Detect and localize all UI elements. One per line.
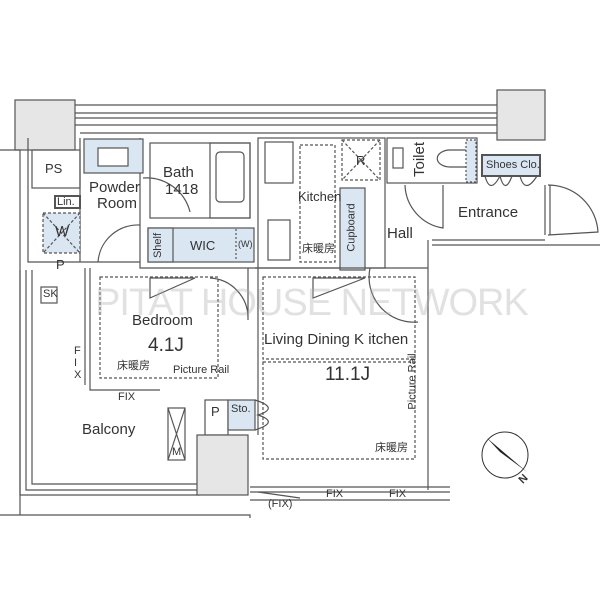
column-top-left: [14, 99, 76, 151]
bedroom-area: [99, 276, 219, 379]
refrigerator-label: R: [356, 153, 366, 168]
linen-box: [54, 195, 81, 209]
column-top-right: [496, 89, 546, 141]
kitchen-label: Kitchen: [298, 189, 342, 204]
wic-w-label: (W): [238, 239, 253, 249]
balcony-label: Balcony: [82, 421, 136, 438]
storage-box: [227, 399, 256, 431]
shelf-label: Shelf: [152, 232, 165, 259]
wic-label: WIC: [190, 238, 216, 253]
shoes-closet-label: Shoes Clo.: [486, 159, 540, 171]
north-arrow-icon: [481, 431, 529, 479]
powder-room-label-2: Room: [97, 195, 138, 212]
shoes-closet-box: [481, 154, 541, 177]
toilet-room: [386, 137, 478, 184]
bedroom-label: Bedroom: [132, 312, 193, 329]
pipe-space-2-label: P: [211, 404, 220, 419]
linen-label: Lin.: [57, 196, 75, 208]
ps-box: [31, 149, 81, 189]
ldk-size-label: 11.1J: [325, 364, 371, 385]
ldk-picture-rail-label: Picture Rail: [406, 353, 419, 410]
cupboard-label: Cupboard: [345, 203, 358, 252]
fix-bottom-2-label: FIX: [389, 488, 407, 500]
watermark: PITAT HOUSE NETWORK: [95, 282, 529, 324]
sink-box: [40, 286, 58, 304]
fix-bedroom-label: FIX: [118, 391, 136, 403]
ldk-area: [262, 361, 416, 460]
refrigerator-box: [341, 139, 381, 181]
stove: [264, 141, 294, 184]
storage-label: Sto.: [231, 403, 251, 415]
ps-label: PS: [45, 161, 63, 176]
fix-bottom-1-label: FIX: [326, 488, 344, 500]
toilet-label: Toilet: [411, 141, 429, 178]
fix-left-label: FIX: [74, 345, 82, 381]
pipe-space-label: P: [56, 257, 65, 272]
sink-label: SK: [43, 288, 58, 300]
bath-label: Bath: [163, 164, 194, 181]
meter-box: [167, 407, 186, 461]
bath-size-label: 1418: [165, 181, 199, 198]
meter-label: M: [172, 446, 182, 458]
washer-label: W: [55, 223, 70, 240]
ldk-label: Living Dining K itchen: [264, 331, 409, 348]
cupboard-box: [339, 187, 366, 271]
bedroom-floor-heating-label: 床暖房: [117, 360, 150, 372]
fix-bottom-paren-label: (FIX): [268, 498, 293, 510]
bedroom-picture-rail-label: Picture Rail: [173, 364, 230, 376]
column-bottom: [196, 434, 249, 496]
kitchen-counter: [299, 144, 336, 263]
entrance-label: Entrance: [458, 204, 519, 221]
ldk-floor-heating-label: 床暖房: [375, 442, 408, 454]
powder-room-label: Powder: [89, 179, 140, 196]
bedroom-size-label: 4.1J: [148, 335, 184, 356]
kitchen-floor-heating-label: 床暖房: [302, 243, 335, 255]
hall-label: Hall: [387, 225, 413, 242]
